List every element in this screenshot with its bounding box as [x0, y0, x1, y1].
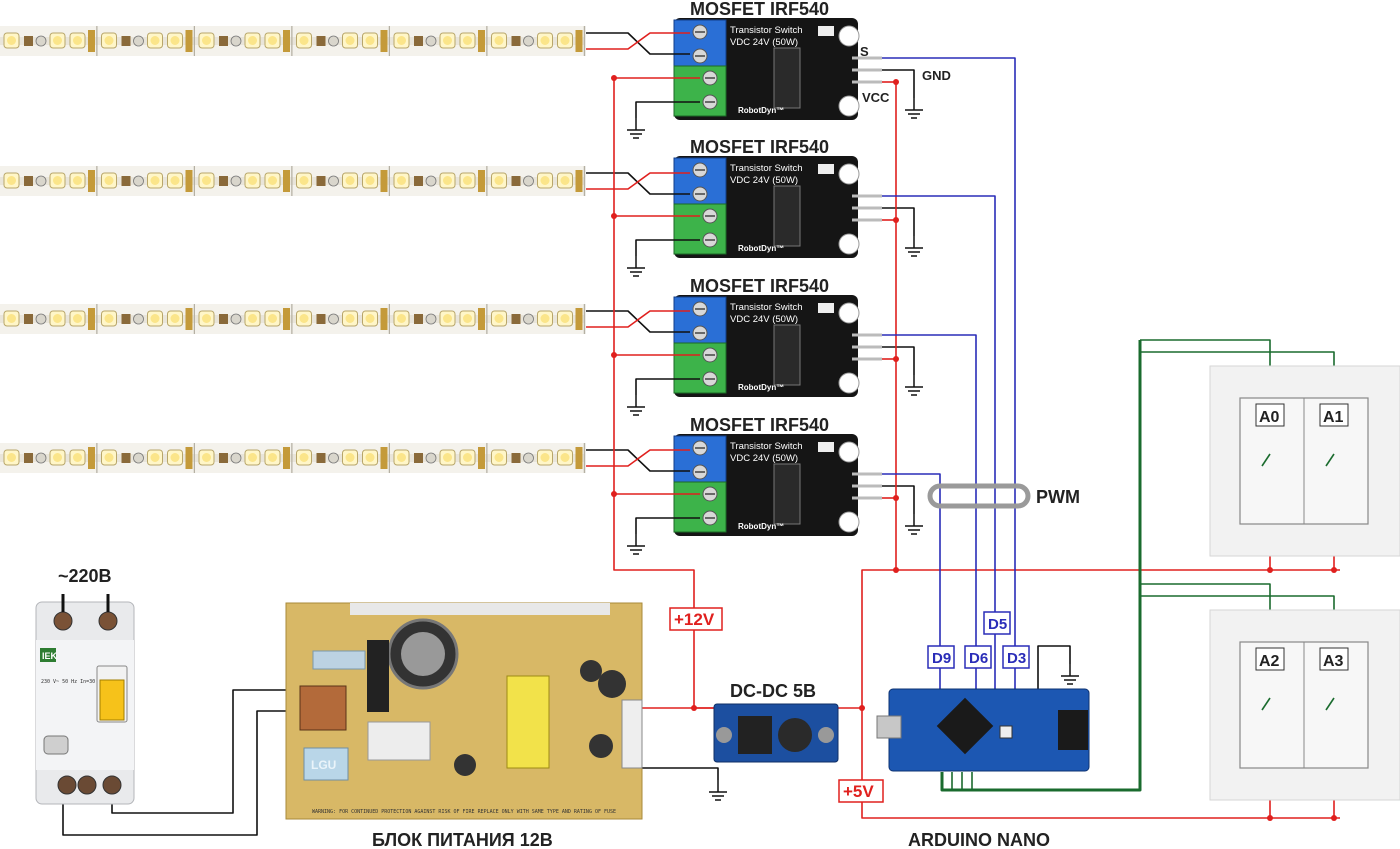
dcdc-converter: DC-DC 5B: [713, 681, 839, 763]
mosfet-text-line2: VDC 24V (50W): [730, 453, 798, 464]
psu-label: БЛОК ПИТАНИЯ 12В: [372, 830, 553, 849]
ac-input-label: ~220B: [58, 566, 112, 586]
mosfet-text-line1: Transistor Switch: [730, 25, 803, 36]
switch-input-label: A2: [1259, 653, 1280, 670]
pwm-bundle-marker: [927, 483, 1031, 509]
breaker-rating: 230 V~ 50 Hz In=30 mA: [41, 679, 104, 685]
pin-label-d3: D3: [1002, 645, 1030, 669]
psu-warning: WARNING: FOR CONTINUED PROTECTION AGAINS…: [312, 809, 616, 815]
pin-label-s: S: [860, 44, 869, 59]
mosfet-brand: RobotDyn™: [738, 383, 784, 392]
mosfet-title: MOSFET IRF540: [690, 0, 829, 19]
pin-label-d5: D5: [983, 611, 1011, 635]
voltage-label-12v-text: +12V: [674, 610, 715, 629]
pin-label-d9-text: D9: [932, 650, 951, 667]
pin-label-d3-text: D3: [1007, 650, 1026, 667]
wall-switch: A0 A1: [1209, 365, 1400, 557]
pin-label-gnd: GND: [922, 68, 951, 83]
voltage-label-12v: +12V: [669, 607, 723, 631]
mosfet-title: MOSFET IRF540: [690, 137, 829, 157]
power-supply-12v: LGU WARNING: FOR CONTINUED PROTECTION AG…: [285, 602, 643, 849]
switch-input-label: A1: [1323, 409, 1344, 426]
mosfet-text-line2: VDC 24V (50W): [730, 37, 798, 48]
breaker-brand: IEK: [42, 651, 58, 661]
arduino-nano: ARDUINO NANO: [876, 688, 1090, 849]
rcd-breaker: ~220B IEK 230 V~ 50 Hz In=30 mA: [35, 566, 135, 805]
mosfet-brand: RobotDyn™: [738, 106, 784, 115]
mosfet-text-line1: Transistor Switch: [730, 163, 803, 174]
mosfet-text-line1: Transistor Switch: [730, 302, 803, 313]
switch-input-label: A0: [1259, 409, 1280, 426]
wires: [62, 32, 1340, 836]
pin-label-d6-text: D6: [969, 650, 988, 667]
pin-label-d5-text: D5: [988, 616, 1007, 633]
led-strip: [0, 25, 586, 57]
dcdc-label: DC-DC 5B: [730, 681, 816, 701]
mosfet-brand: RobotDyn™: [738, 244, 784, 253]
led-strip: [0, 442, 586, 474]
voltage-label-5v-text: +5V: [843, 782, 874, 801]
mosfet-text-line2: VDC 24V (50W): [730, 314, 798, 325]
mosfet-brand: RobotDyn™: [738, 522, 784, 531]
voltage-label-5v: +5V: [838, 779, 884, 803]
mosfet-title: MOSFET IRF540: [690, 415, 829, 435]
wall-switch: A2 A3: [1209, 609, 1400, 801]
mosfet-title: MOSFET IRF540: [690, 276, 829, 296]
switch-input-label: A3: [1323, 653, 1344, 670]
pin-label-d6: D6: [964, 645, 992, 669]
pwm-label: PWM: [1036, 487, 1080, 507]
led-strip: [0, 303, 586, 335]
led-strip: [0, 165, 586, 197]
pin-label-d9: D9: [927, 645, 955, 669]
arduino-label: ARDUINO NANO: [908, 830, 1050, 849]
led-strips: [0, 25, 586, 474]
mosfet-text-line1: Transistor Switch: [730, 441, 803, 452]
pin-label-vcc: VCC: [862, 90, 890, 105]
psu-lgu-label: LGU: [311, 758, 336, 772]
mosfet-text-line2: VDC 24V (50W): [730, 175, 798, 186]
